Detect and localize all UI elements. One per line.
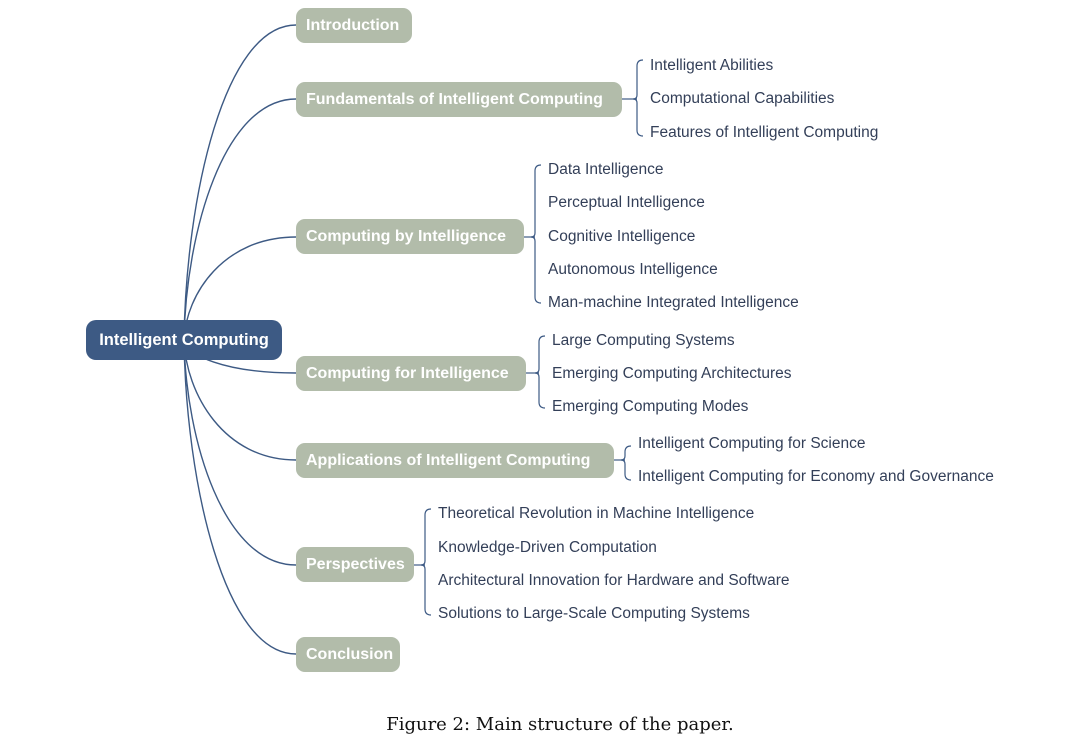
leaf-knowledge-driven-computation: Knowledge-Driven Computation (438, 539, 657, 556)
applications-brace (620, 445, 632, 481)
leaf-intelligent-computing-for-economy-and-governance: Intelligent Computing for Economy and Go… (638, 468, 994, 485)
leaf-theoretical-revolution: Theoretical Revolution in Machine Intell… (438, 505, 755, 522)
leaf-perceptual-intelligence: Perceptual Intelligence (548, 194, 705, 211)
leaf-emerging-computing-modes: Emerging Computing Modes (552, 398, 749, 415)
leaf-features-of-intelligent-computing: Features of Intelligent Computing (650, 124, 879, 141)
leaf-computational-capabilities: Computational Capabilities (650, 90, 835, 107)
root-branch-connector (183, 98, 297, 341)
leaf-data-intelligence: Data Intelligence (548, 161, 664, 178)
leaf-autonomous-intelligence: Autonomous Intelligence (548, 261, 718, 278)
branch-computing-for-intelligence: Computing for Intelligence (296, 356, 526, 391)
leaf-cognitive-intelligence: Cognitive Intelligence (548, 228, 696, 245)
leaf-solutions-large-scale: Solutions to Large-Scale Computing Syste… (438, 605, 750, 622)
root-branch-connector (183, 339, 297, 566)
leaf-emerging-computing-architectures: Emerging Computing Architectures (552, 365, 792, 382)
leaf-architectural-innovation: Architectural Innovation for Hardware an… (438, 572, 790, 589)
leaf-man-machine-integrated-intelligence: Man-machine Integrated Intelligence (548, 294, 799, 311)
leaf-intelligent-computing-for-science: Intelligent Computing for Science (638, 435, 866, 452)
root-branch-connector (183, 339, 297, 461)
perspectives-brace (420, 508, 432, 616)
branch-conclusion: Conclusion (296, 637, 400, 672)
leaf-intelligent-abilities: Intelligent Abilities (650, 57, 774, 74)
branch-perspectives: Perspectives (296, 547, 414, 582)
branch-introduction: Introduction (296, 8, 412, 43)
branch-applications: Applications of Intelligent Computing (296, 443, 614, 478)
root-node: Intelligent Computing (86, 320, 282, 360)
root-branch-connector (183, 24, 297, 341)
branch-fundamentals: Fundamentals of Intelligent Computing (296, 82, 622, 117)
root-branch-connector (183, 339, 297, 655)
fundamentals-brace (632, 59, 644, 137)
branch-computing-by-intelligence: Computing by Intelligence (296, 219, 524, 254)
leaf-large-computing-systems: Large Computing Systems (552, 332, 735, 349)
figure-caption: Figure 2: Main structure of the paper. (386, 714, 734, 735)
computing-by-brace (530, 164, 542, 304)
computing-for-brace (534, 335, 546, 409)
mindmap: Intelligent Computing Introduction Funda… (86, 8, 994, 672)
